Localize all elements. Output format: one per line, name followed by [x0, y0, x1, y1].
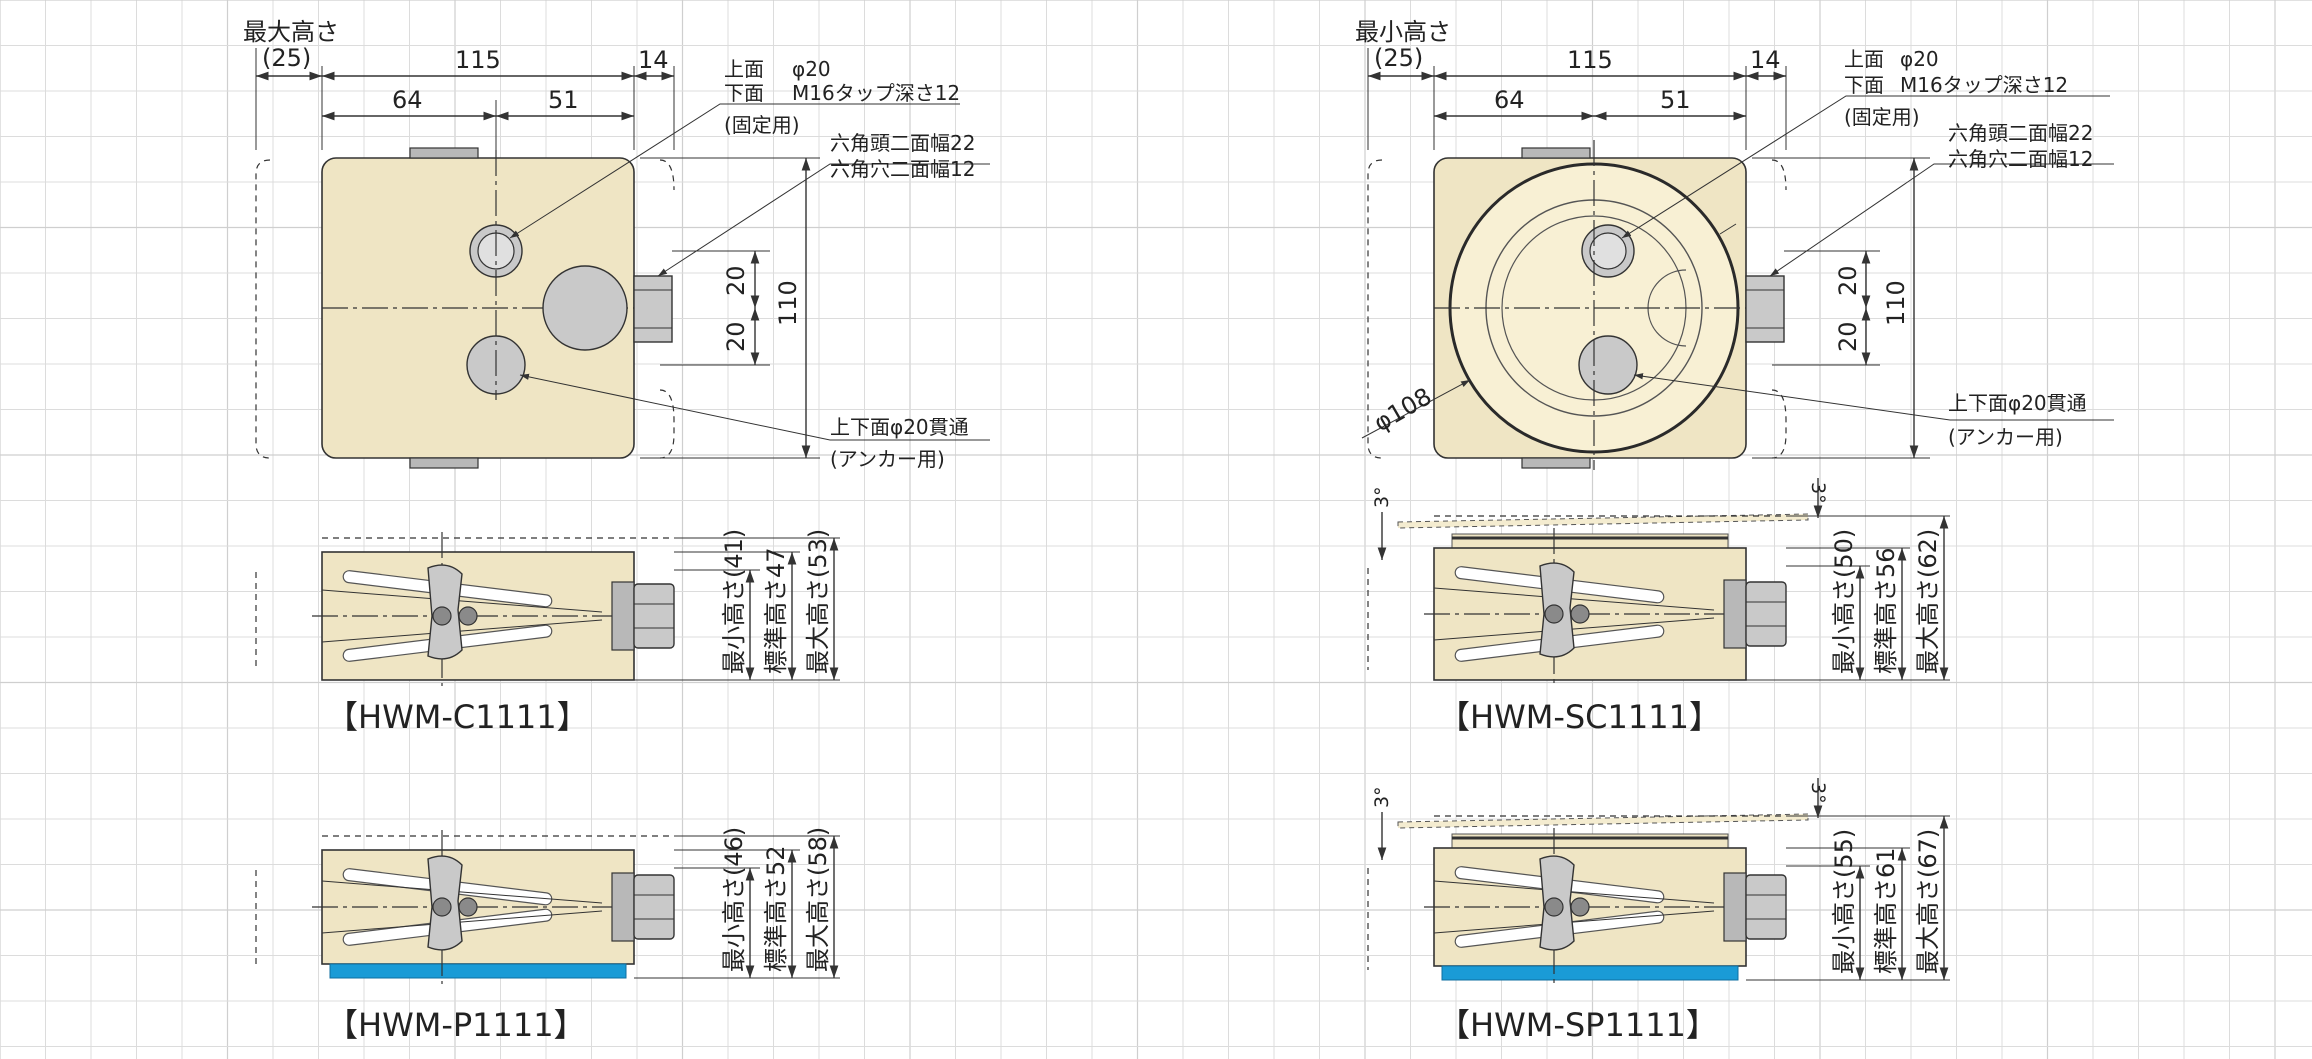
wedge-line: [321, 619, 603, 643]
wedge-line: [321, 910, 603, 934]
clamp-screw: [432, 606, 452, 626]
note-top-label: 上面: [1844, 47, 1884, 71]
dim-diameter: φ108: [1369, 382, 1436, 437]
model-label: 【HWM-SP1111】: [1438, 1006, 1718, 1044]
note-fixing: (固定用): [1844, 105, 1920, 129]
note-top-label: 上面: [724, 57, 764, 81]
height-label-min: 最小高さ(50): [1830, 529, 1858, 674]
wedge-line: [1433, 587, 1715, 611]
hex-bolt-head: [1745, 874, 1787, 940]
tilt-disc: [1397, 513, 1809, 529]
angle-left: 3°: [1371, 486, 1393, 508]
dim-110: 110: [1882, 280, 1910, 326]
clamp-screw: [1544, 604, 1564, 624]
height-label-std: 標準高さ47: [762, 547, 790, 674]
clamp-screw: [458, 897, 478, 917]
side-view-1: 最小高さ(41) 標準高さ47 最大高さ(53) 【HWM-C1111】: [255, 529, 840, 736]
height-label-max: 最大高さ(58): [804, 827, 832, 972]
clamp-screw: [1544, 897, 1564, 917]
dim-20b: 20: [722, 321, 750, 352]
note-hex-head: 六角頭二面幅22: [830, 131, 975, 155]
wedge-line: [321, 880, 603, 904]
wedge-line: [1433, 910, 1715, 934]
height-label-std: 標準高さ56: [1872, 547, 1900, 674]
tilt-disc: [1397, 813, 1809, 829]
note-hex-socket: 六角穴二面幅12: [1948, 147, 2093, 171]
note-top-value: φ20: [792, 57, 831, 81]
dim-14: 14: [1750, 46, 1781, 74]
wedge-line: [321, 589, 603, 613]
angle-left: 3°: [1371, 786, 1393, 808]
dim-20a: 20: [1834, 265, 1862, 296]
dim-20b: 20: [1834, 321, 1862, 352]
note-bottom-value: M16タップ深さ12: [792, 81, 960, 105]
disc-body: [1451, 533, 1729, 549]
side-view-2: 最小高さ(46) 標準高さ52 最大高さ(58) 【HWM-P1111】: [255, 827, 840, 1044]
note-hex-head: 六角頭二面幅22: [1948, 121, 2093, 145]
corner-label: 最大高さ: [243, 18, 339, 46]
note-anchor-hole: 上下面φ20貫通: [830, 415, 969, 439]
note-bottom-label: 下面: [1844, 73, 1884, 97]
model-label: 【HWM-C1111】: [326, 698, 589, 736]
clamp-screw: [1570, 604, 1590, 624]
note-hex-socket: 六角穴二面幅12: [830, 157, 975, 181]
side-views: 最小高さ(41) 標準高さ47 最大高さ(53) 【HWM-C1111】最小高さ(46…: [255, 478, 1950, 1044]
corner-value: (25): [262, 44, 311, 72]
bolt-collar: [611, 581, 635, 651]
left-top-view: 最大高さ (25) 115 14 64 51 20 20 110 上面 φ20 …: [243, 18, 990, 471]
base-pad: [1441, 965, 1739, 981]
model-label: 【HWM-P1111】: [326, 1006, 586, 1044]
dim-110: 110: [774, 280, 802, 326]
corner-label: 最小高さ: [1355, 18, 1451, 46]
right-top-view: 最小高さ (25) 115 14 64 51 20 20 110 φ108 上面…: [1355, 18, 2114, 470]
dim-20a: 20: [722, 265, 750, 296]
dim-51: 51: [548, 86, 579, 114]
dim-51: 51: [1660, 86, 1691, 114]
dim-115: 115: [455, 46, 501, 74]
height-label-min: 最小高さ(41): [720, 529, 748, 674]
wedge-line: [1433, 617, 1715, 641]
dim-64: 64: [392, 86, 423, 114]
disc-body: [1451, 833, 1729, 849]
height-label-max: 最大高さ(67): [1914, 829, 1942, 974]
bolt-collar: [1723, 579, 1747, 649]
clamp-screw: [432, 897, 452, 917]
corner-value: (25): [1374, 44, 1423, 72]
note-anchor: (アンカー用): [1948, 425, 2063, 449]
note-anchor-hole: 上下面φ20貫通: [1948, 391, 2087, 415]
height-label-min: 最小高さ(55): [1830, 829, 1858, 974]
note-bottom-label: 下面: [724, 81, 764, 105]
height-label-std: 標準高さ52: [762, 845, 790, 972]
clamp-screw: [1570, 897, 1590, 917]
bolt-collar: [611, 872, 635, 942]
dim-14: 14: [638, 46, 669, 74]
adjust-knob: [542, 265, 628, 351]
note-fixing: (固定用): [724, 113, 800, 137]
dim-64: 64: [1494, 86, 1525, 114]
model-label: 【HWM-SC1111】: [1438, 698, 1721, 736]
note-bottom-value: M16タップ深さ12: [1900, 73, 2068, 97]
bolt-collar: [1723, 872, 1747, 942]
height-label-max: 最大高さ(62): [1914, 529, 1942, 674]
wedge-line: [1433, 880, 1715, 904]
hex-bolt-head: [633, 874, 675, 940]
height-label-min: 最小高さ(46): [720, 827, 748, 972]
base-pad: [329, 963, 627, 979]
dim-115: 115: [1567, 46, 1613, 74]
clamp-screw: [458, 606, 478, 626]
height-label-max: 最大高さ(53): [804, 529, 832, 674]
hex-bolt-head: [1745, 581, 1787, 647]
hex-bolt-head: [633, 583, 675, 649]
anchor-hole: [1578, 335, 1638, 395]
note-top-value: φ20: [1900, 47, 1939, 71]
height-label-std: 標準高さ61: [1872, 847, 1900, 974]
note-anchor: (アンカー用): [830, 447, 945, 471]
